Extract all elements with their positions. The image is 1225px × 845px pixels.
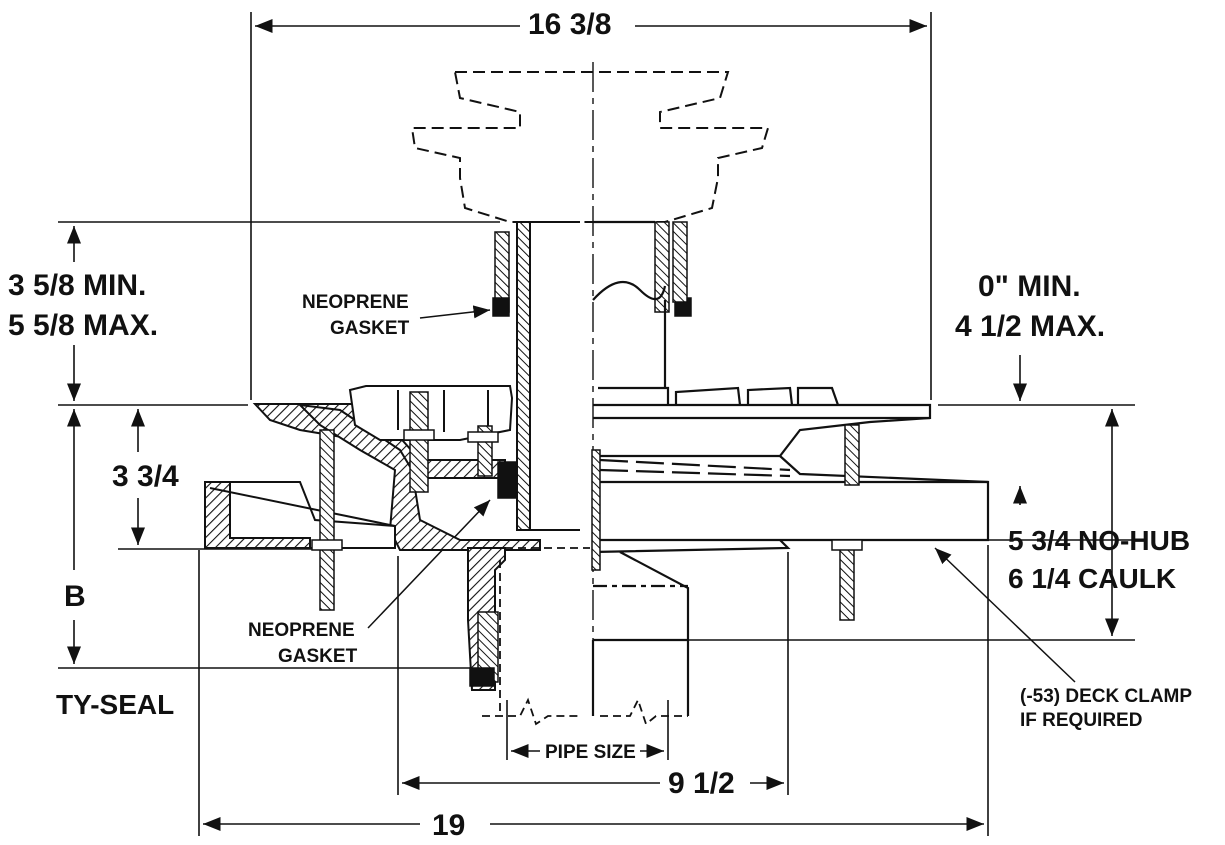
dim-pipe-size: PIPE SIZE <box>545 742 636 763</box>
dim-left-lower: B <box>64 580 86 613</box>
neoprene-gasket-upper <box>492 221 692 317</box>
label-deck-clamp-line2: IF REQUIRED <box>1020 710 1142 731</box>
dim-left-upper-max: 5 5/8 MAX. <box>8 309 158 342</box>
dim-right-upper-min: 0" MIN. <box>978 270 1081 303</box>
strainer-dome-phantom <box>410 71 770 223</box>
label-gasket-upper-line1: NEOPRENE <box>302 292 409 313</box>
label-gasket-lower-line1: NEOPRENE <box>248 620 355 641</box>
bolts-left <box>311 391 499 611</box>
dim-left-mid: 3 3/4 <box>112 460 179 493</box>
label-gasket-upper-line2: GASKET <box>330 318 410 339</box>
dim-left-upper-min: 3 5/8 MIN. <box>8 269 146 302</box>
bolts-right <box>591 424 863 621</box>
callout-labels: NEOPRENE GASKET NEOPRENE GASKET TY-SEAL … <box>56 292 1192 731</box>
dim-right-upper-max: 4 1/2 MAX. <box>955 310 1105 343</box>
dim-top-width: 16 3/8 <box>528 8 611 41</box>
neoprene-gasket-lower <box>469 461 517 687</box>
dim-bottom-mid: 9 1/2 <box>668 767 735 800</box>
label-deck-clamp-line1: (-53) DECK CLAMP <box>1020 686 1192 707</box>
drain-body-right-exterior <box>591 220 990 716</box>
dim-right-nohub: 5 3/4 NO-HUB <box>1008 525 1190 556</box>
dim-right-caulk: 6 1/4 CAULK <box>1008 563 1176 594</box>
pipe-break-lines <box>482 547 688 726</box>
dimension-lines <box>58 12 1135 836</box>
label-ty-seal: TY-SEAL <box>56 689 174 720</box>
label-gasket-lower-line2: GASKET <box>278 646 358 667</box>
dimension-labels: 16 3/8 3 5/8 MIN. 5 5/8 MAX. 0" MIN. 4 1… <box>8 8 1190 842</box>
leader-lines <box>367 305 1076 683</box>
dim-bottom-overall: 19 <box>432 809 465 842</box>
